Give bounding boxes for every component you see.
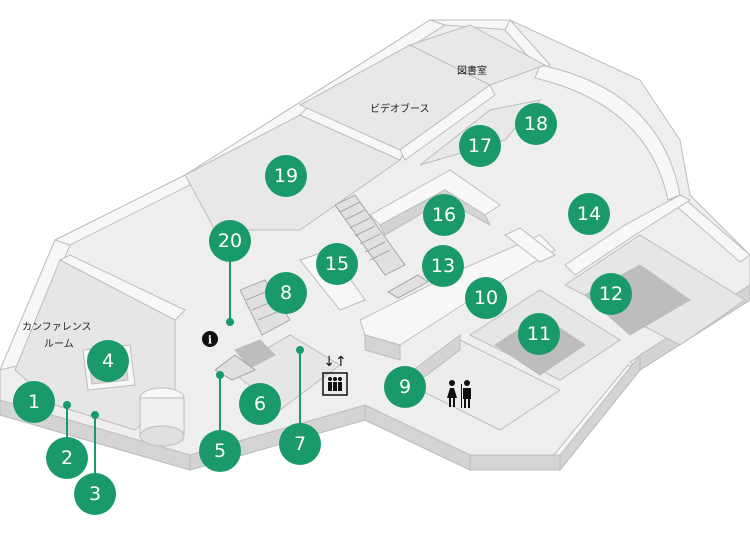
- marker-16[interactable]: 16: [423, 194, 465, 236]
- marker-17[interactable]: 17: [459, 125, 501, 167]
- svg-text:9: 9: [399, 376, 411, 398]
- marker-1[interactable]: 1: [13, 381, 55, 423]
- svg-text:13: 13: [431, 255, 455, 277]
- marker-20[interactable]: 20: [209, 220, 251, 262]
- marker-5[interactable]: 5: [199, 430, 241, 472]
- svg-text:6: 6: [254, 393, 266, 415]
- marker-11[interactable]: 11: [518, 313, 560, 355]
- marker-3[interactable]: 3: [74, 473, 116, 515]
- svg-text:8: 8: [280, 282, 292, 304]
- svg-text:5: 5: [214, 440, 226, 462]
- svg-text:20: 20: [218, 230, 242, 252]
- marker-4[interactable]: 4: [87, 340, 129, 382]
- marker-7[interactable]: 7: [279, 423, 321, 465]
- svg-text:7: 7: [294, 433, 306, 455]
- svg-text:14: 14: [577, 203, 601, 225]
- marker-2[interactable]: 2: [46, 437, 88, 479]
- marker-12[interactable]: 12: [590, 273, 632, 315]
- svg-text:19: 19: [274, 165, 298, 187]
- marker-10[interactable]: 10: [465, 277, 507, 319]
- round-hall: [139, 387, 185, 447]
- marker-15[interactable]: 15: [316, 243, 358, 285]
- svg-text:3: 3: [89, 483, 101, 505]
- svg-text:2: 2: [61, 447, 73, 469]
- conference-room-label-2: ルーム: [44, 338, 74, 350]
- stairs: [214, 194, 429, 381]
- marker-14[interactable]: 14: [568, 193, 610, 235]
- marker-18[interactable]: 18: [515, 103, 557, 145]
- conference-room-label-1: カンファレンス: [22, 321, 92, 333]
- svg-text:16: 16: [432, 204, 456, 226]
- svg-text:1: 1: [28, 391, 40, 413]
- room-labels: カンファレンス ルーム ビデオブース 図書室: [22, 64, 487, 350]
- svg-text:11: 11: [527, 323, 551, 345]
- marker-8[interactable]: 8: [265, 272, 307, 314]
- svg-text:10: 10: [474, 287, 498, 309]
- info-icon: i: [202, 331, 218, 347]
- markers: 1 2 3 4 5 6 7 8 9 10 11 12 13 14 15 16 1…: [13, 103, 632, 515]
- svg-text:18: 18: [524, 113, 548, 135]
- svg-text:17: 17: [468, 135, 492, 157]
- svg-text:i: i: [208, 334, 212, 347]
- svg-text:15: 15: [325, 253, 349, 275]
- marker-6[interactable]: 6: [239, 383, 281, 425]
- svg-text:↓↑: ↓↑: [323, 354, 346, 370]
- library-label: 図書室: [457, 64, 487, 77]
- elevator-icon: ↓↑: [322, 354, 348, 396]
- leader-dots: [63, 318, 304, 419]
- video-booth-label: ビデオブース: [370, 102, 430, 115]
- library-curved-wall: [534, 64, 681, 201]
- marker-13[interactable]: 13: [422, 245, 464, 287]
- marker-9[interactable]: 9: [384, 366, 426, 408]
- restroom-icon: [447, 380, 471, 408]
- marker-19[interactable]: 19: [265, 155, 307, 197]
- svg-text:4: 4: [102, 350, 114, 372]
- svg-text:12: 12: [599, 283, 623, 305]
- leader-lines: [66, 260, 301, 475]
